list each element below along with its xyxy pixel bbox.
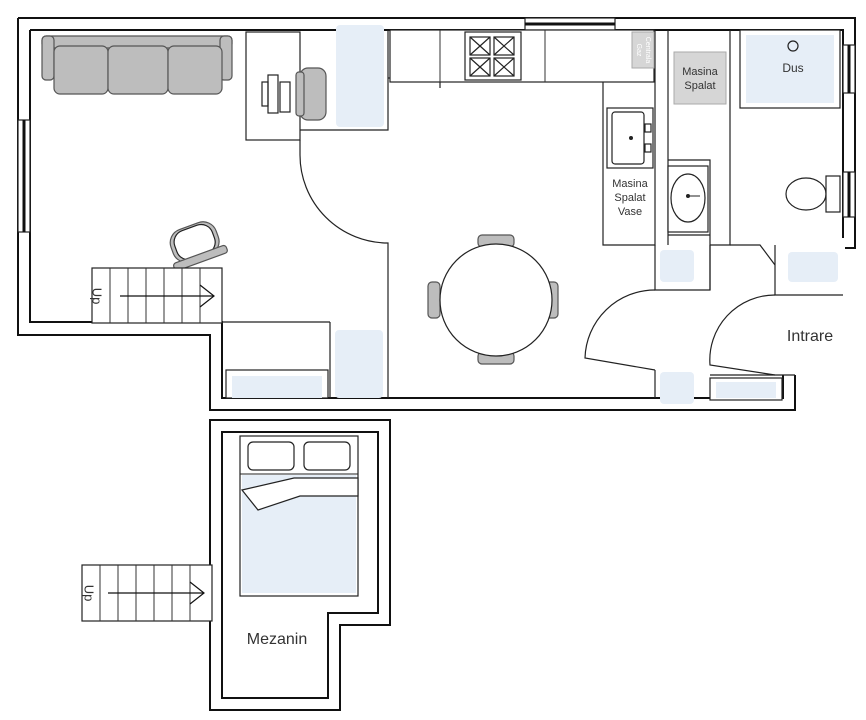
bed [239, 435, 359, 597]
door-swing-bathroom [709, 245, 776, 376]
dishwasher-label-line1: Masina [612, 178, 648, 190]
washer-label-line1: Masina [682, 66, 718, 78]
stove [464, 31, 522, 81]
shower-label: Dus [782, 61, 803, 75]
armchair [169, 221, 228, 272]
bath-floor-fixture [660, 250, 694, 282]
mezzanine-label: Mezanin [247, 631, 307, 648]
bath-sink [667, 165, 709, 233]
dishwasher: Masina Spalat Vase [612, 178, 648, 218]
main-floor-walls [17, 17, 856, 411]
stairs-main-label: Up [90, 288, 105, 305]
bath-cabinet [788, 252, 838, 282]
main-staircase: Up [90, 267, 223, 324]
kitchen-sink [606, 107, 654, 169]
washing-machine: Masina Spalat [673, 51, 727, 105]
living-fixture [335, 330, 383, 398]
entrance-label: Intrare [787, 328, 833, 345]
toilet [785, 175, 841, 213]
washer-label-line2: Spalat [684, 80, 715, 92]
dishwasher-label-line3: Vase [618, 206, 642, 218]
door-swing-kitchen [584, 289, 656, 371]
door-swing-living [299, 140, 389, 330]
boiler: Centrala Gaz [631, 31, 655, 69]
desk [245, 31, 327, 141]
mezzanine-staircase: Up [81, 564, 213, 622]
kitchen-counter [389, 29, 655, 83]
windows [17, 17, 856, 233]
mezzanine-walls [209, 419, 391, 711]
shower: Dus [739, 29, 841, 109]
interior-walls [222, 30, 843, 398]
stairs-mezzanine-label: Up [82, 585, 97, 602]
dining-table [427, 234, 559, 365]
dishwasher-label-line2: Spalat [614, 192, 645, 204]
boiler-label-line1: Centrala [644, 37, 651, 64]
kitchen-floor-fixture [660, 372, 694, 404]
boiler-label-line2: Gaz [635, 44, 642, 57]
window-seat [336, 25, 384, 127]
sofa [41, 35, 233, 95]
